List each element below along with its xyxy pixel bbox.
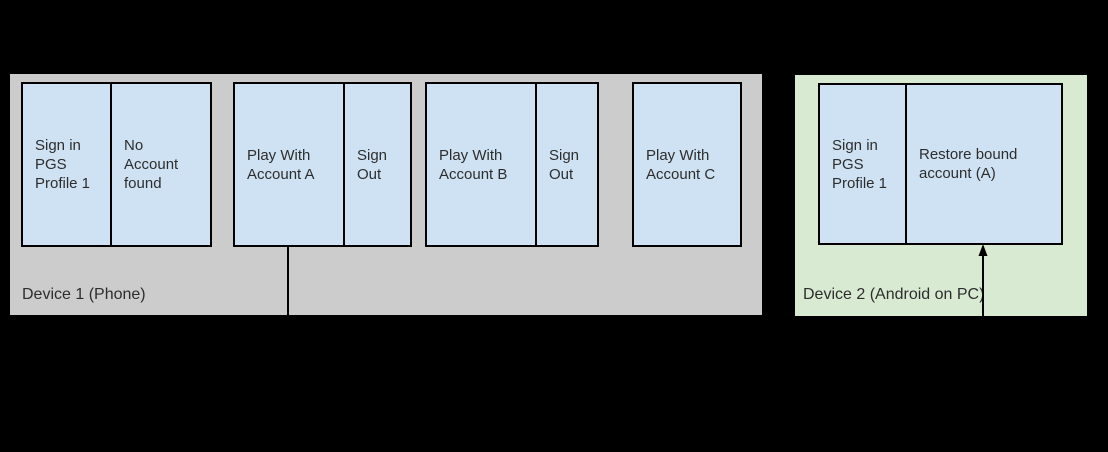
flow-group-play-b-signout: Play With Account B Sign Out — [425, 82, 599, 247]
step-label: Sign Out — [549, 146, 580, 183]
step-label: Restore bound account (A) — [919, 146, 1018, 182]
step-label: Sign Out — [357, 146, 388, 183]
flow-group-play-a-signout: Play With Account A Sign Out — [233, 82, 412, 247]
flow-group-play-c: Play With Account C — [632, 82, 742, 247]
step-sign-in-pgs-profile-1: Sign in PGS Profile 1 — [23, 84, 110, 245]
step-sign-in-pgs-profile-1-device2: Sign in PGS Profile 1 — [820, 85, 905, 243]
step-label: Play With Account B — [439, 146, 508, 183]
device1-container: Sign in PGS Profile 1 No Account found P… — [10, 74, 762, 315]
flow-group-signin-noaccount: Sign in PGS Profile 1 No Account found — [21, 82, 212, 247]
step-no-account-found: No Account found — [110, 84, 210, 245]
step-restore-bound-account-a: Restore bound account (A) — [905, 85, 1061, 243]
step-label: Sign in PGS Profile 1 — [832, 136, 888, 192]
step-sign-out-1: Sign Out — [343, 84, 410, 245]
step-label: Sign in PGS Profile 1 — [35, 137, 91, 192]
device1-label: Device 1 (Phone) — [22, 286, 146, 303]
step-play-with-account-b: Play With Account B — [427, 84, 535, 245]
flow-group-signin-restore: Sign in PGS Profile 1 Restore bound acco… — [818, 83, 1063, 245]
step-label: No Account found — [124, 137, 179, 192]
device2-container: Sign in PGS Profile 1 Restore bound acco… — [795, 75, 1087, 316]
step-label: Play With Account A — [247, 146, 315, 183]
step-sign-out-2: Sign Out — [535, 84, 597, 245]
device2-label: Device 2 (Android on PC) — [803, 286, 985, 303]
step-label: Play With Account C — [646, 146, 716, 183]
step-play-with-account-c: Play With Account C — [634, 84, 740, 245]
step-play-with-account-a: Play With Account A — [235, 84, 343, 245]
